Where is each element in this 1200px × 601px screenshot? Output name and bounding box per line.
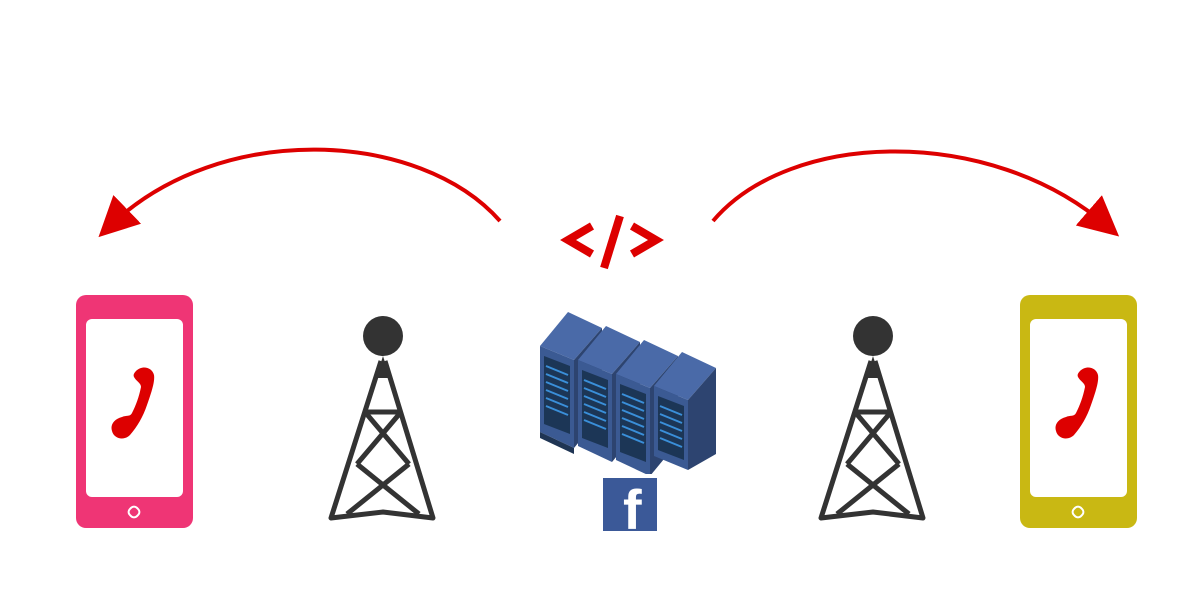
server-rack-icon xyxy=(538,310,720,474)
facebook-icon: f xyxy=(603,478,657,531)
phone-left xyxy=(76,295,194,529)
code-symbol xyxy=(560,212,664,272)
arrow-to-right-phone xyxy=(711,149,1120,237)
cell-tower-icon xyxy=(816,316,928,526)
handset-icon xyxy=(111,367,155,439)
arrow-to-left-phone xyxy=(98,147,502,238)
handset-icon xyxy=(1055,367,1099,439)
cell-tower-icon xyxy=(326,316,438,526)
facebook-letter: f xyxy=(623,478,642,532)
phone-right xyxy=(1020,295,1138,529)
